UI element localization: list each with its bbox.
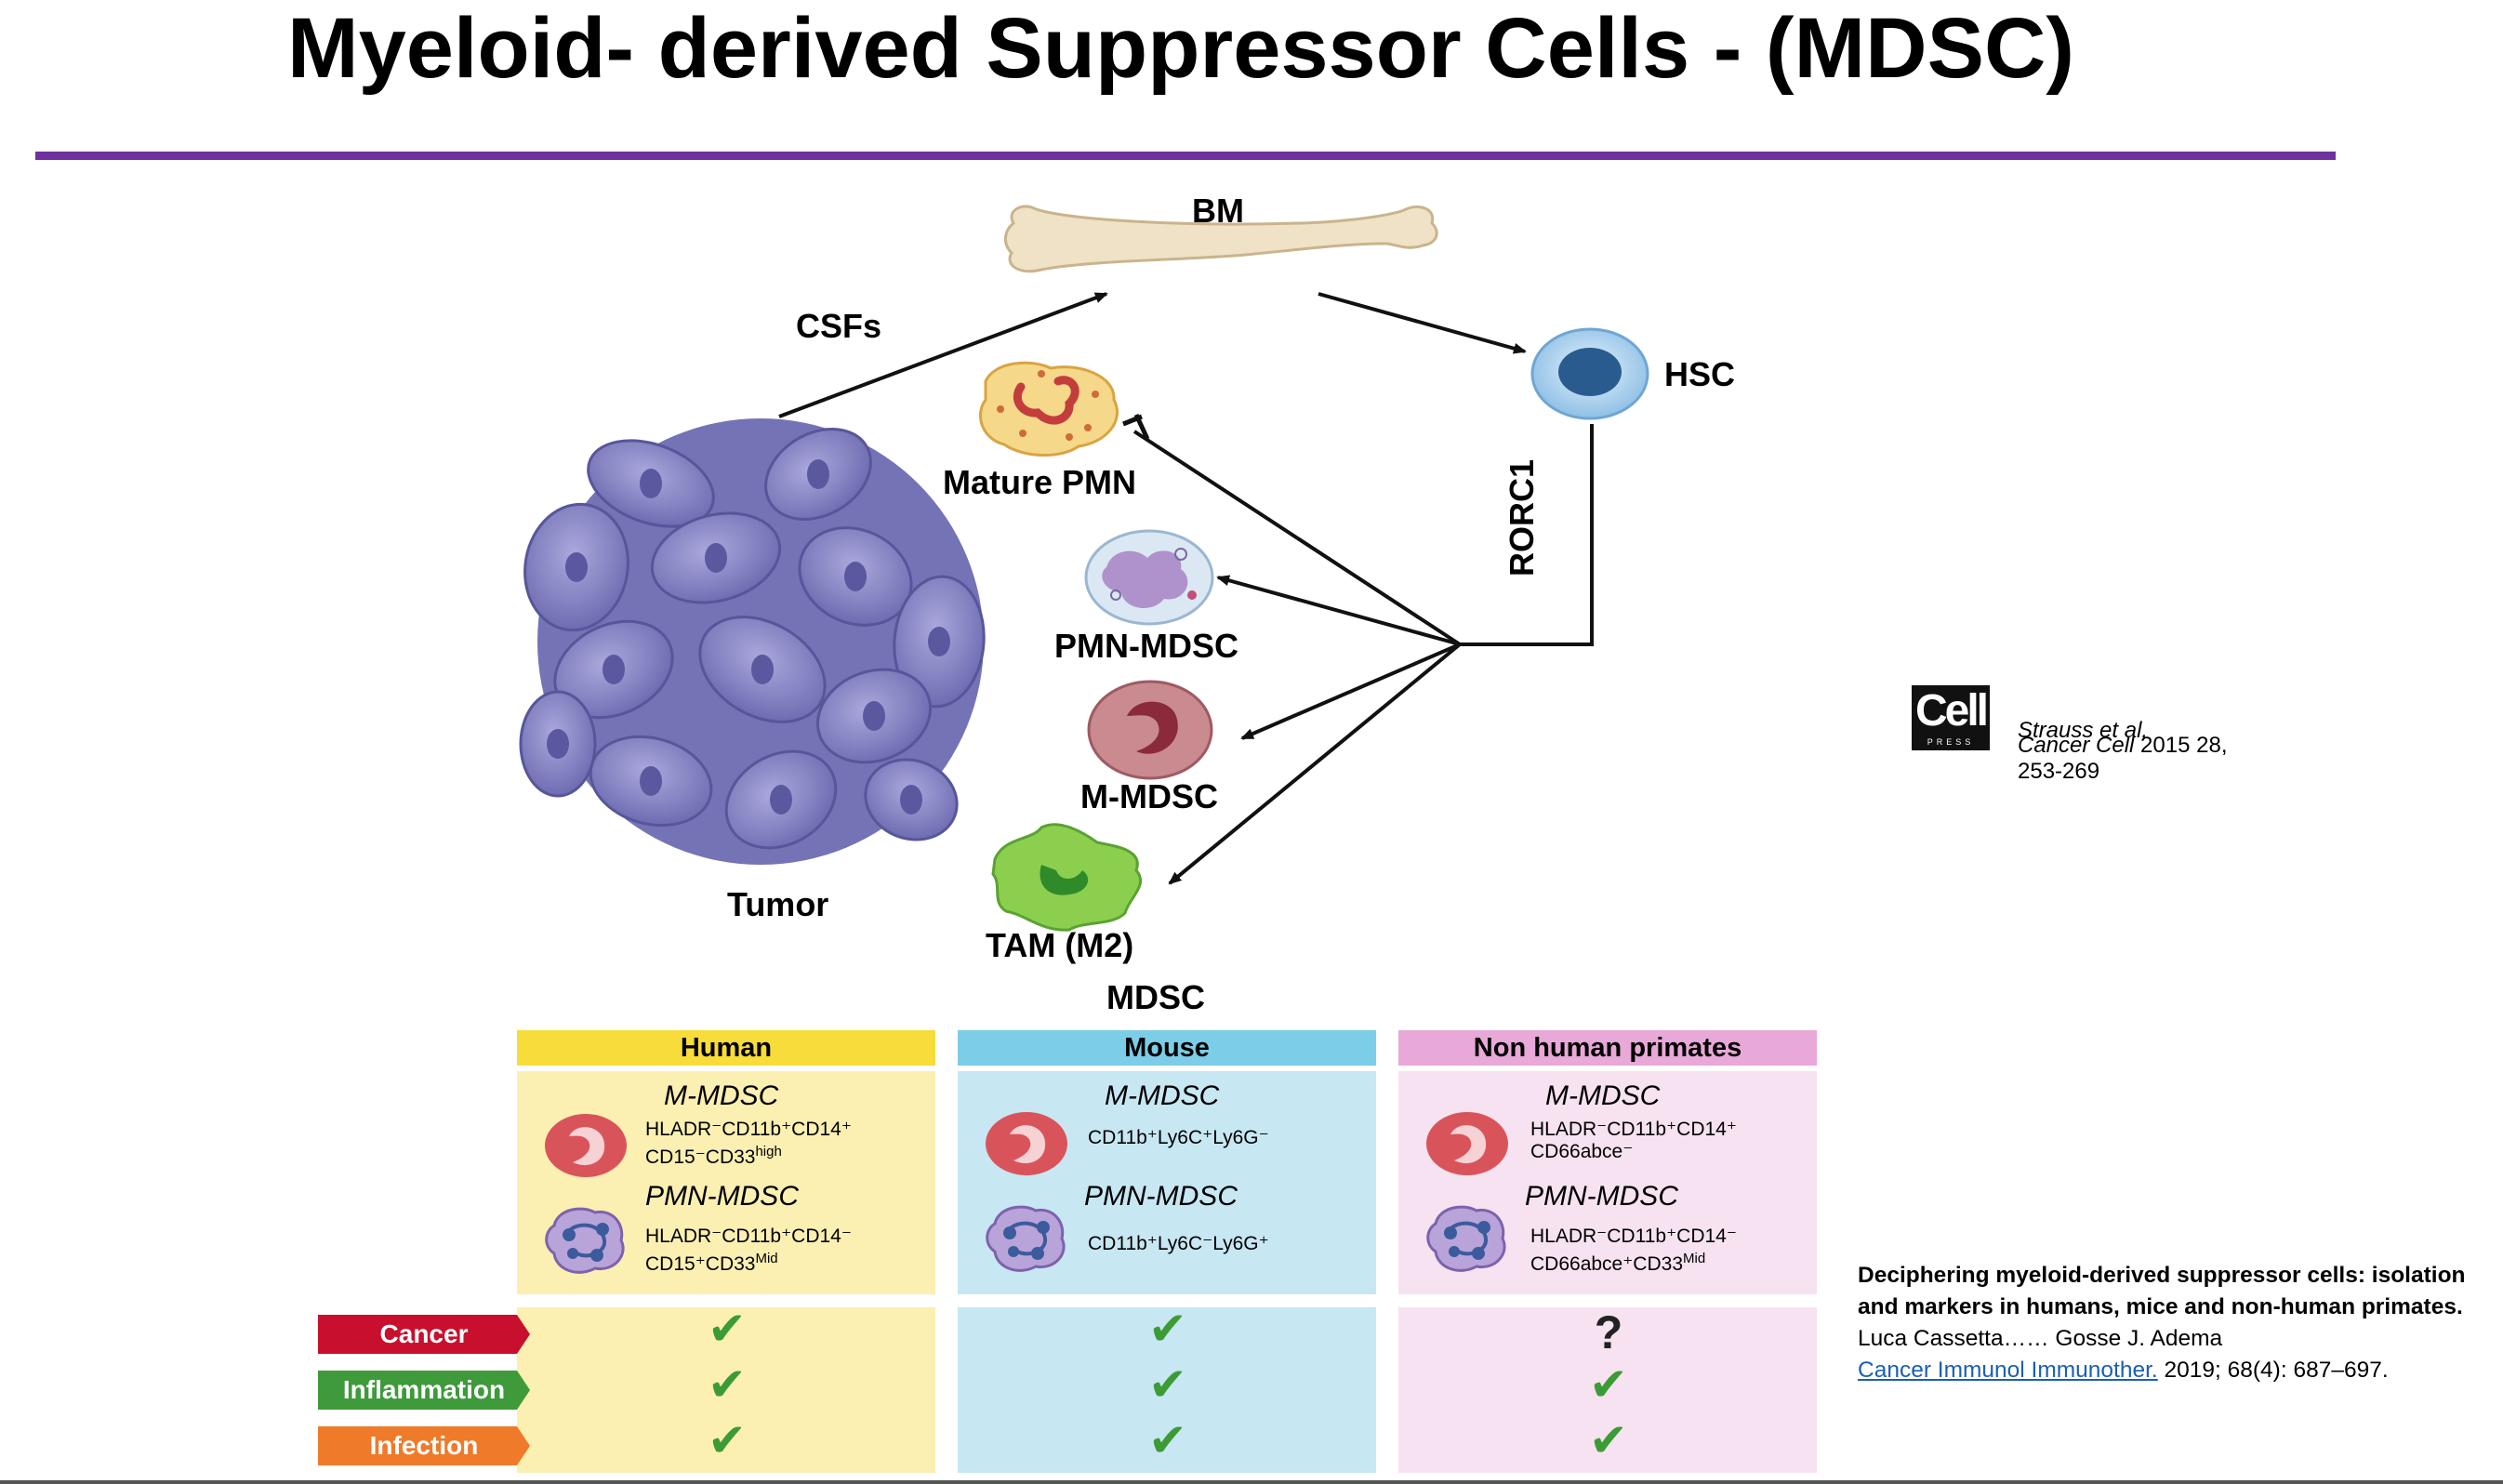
nhp-m-mdsc-title: M-MDSC — [1545, 1080, 1661, 1111]
check-icon-human-inflammation: ✔ — [708, 1358, 747, 1411]
mouse-m-mdsc-title: M-MDSC — [1105, 1080, 1220, 1111]
check-icon-mouse-infection: ✔ — [1148, 1414, 1187, 1466]
tumor-label: Tumor — [727, 885, 829, 923]
reference-authors: Luca Cassetta…… Gosse J. Adema — [1858, 1326, 2223, 1351]
mouse-pmn-mdsc-cell-icon — [986, 1205, 1066, 1272]
hsc-cell-icon — [1530, 327, 1649, 420]
nhp-conditions-panel — [1398, 1307, 1817, 1473]
human-pmn-mdsc-cell-icon — [545, 1207, 625, 1274]
title-divider — [35, 152, 2336, 160]
check-icon-nhp-inflammation: ✔ — [1589, 1358, 1628, 1411]
tam-m2-cell-icon — [991, 823, 1143, 932]
journal-link[interactable]: Cancer Immunol Immunother. — [1858, 1358, 2158, 1383]
bm-label: BM — [1192, 192, 1244, 230]
tam-m2-label: TAM (M2) — [986, 926, 1134, 964]
condition-tag-inflammation: Inflammation — [342, 1375, 506, 1404]
mouse-pmn-mdsc-title: PMN-MDSC — [1084, 1181, 1238, 1212]
check-icon-human-cancer: ✔ — [708, 1303, 747, 1355]
m-mdsc-cell-icon — [1087, 680, 1213, 780]
human-m-mdsc-title: M-MDSC — [664, 1080, 779, 1111]
nhp-pmn-mdsc-cell-icon — [1426, 1205, 1506, 1272]
reference-title: Deciphering myeloid-derived suppressor c… — [1858, 1263, 2466, 1319]
column-header-nhp: Non human primates — [1398, 1030, 1817, 1066]
mature-pmn-label: Mature PMN — [943, 463, 1137, 501]
mouse-m-mdsc-cell-icon — [986, 1112, 1067, 1175]
page-title: Myeloid- derived Suppressor Cells - (MDS… — [286, 1, 2075, 96]
nhp-pmn-mdsc-markers: HLADR⁻CD11b⁺CD14⁻ CD66abce⁺CD33Mid — [1530, 1226, 1737, 1275]
nhp-m-mdsc-cell-icon — [1426, 1112, 1508, 1175]
nhp-m-mdsc-markers: HLADR⁻CD11b⁺CD14⁺ CD66abce⁻ — [1530, 1119, 1737, 1162]
human-pmn-mdsc-title: PMN-MDSC — [645, 1181, 799, 1212]
reference-citation: 2019; 68(4): 687–697. — [2157, 1358, 2389, 1383]
human-m-mdsc-markers: HLADR⁻CD11b⁺CD14⁺ CD15⁻CD33high — [645, 1119, 852, 1168]
check-icon-mouse-inflammation: ✔ — [1148, 1358, 1187, 1411]
mouse-pmn-mdsc-markers: CD11b⁺Ly6C⁻Ly6G⁺ — [1088, 1233, 1269, 1254]
mature-pmn-cell-icon — [979, 361, 1119, 457]
reference-cassetta: Deciphering myeloid-derived suppressor c… — [1858, 1260, 2471, 1386]
human-conditions-panel — [517, 1307, 935, 1473]
human-pmn-mdsc-markers: HLADR⁻CD11b⁺CD14⁻ CD15⁺CD33Mid — [645, 1226, 852, 1275]
mdsc-label: MDSC — [1106, 978, 1205, 1016]
bottom-border — [0, 1480, 2503, 1484]
m-mdsc-label: M-MDSC — [1080, 777, 1218, 815]
check-icon-nhp-infection: ✔ — [1589, 1414, 1628, 1466]
nhp-pmn-mdsc-title: PMN-MDSC — [1525, 1181, 1678, 1212]
mouse-m-mdsc-markers: CD11b⁺Ly6C⁺Ly6G⁻ — [1088, 1127, 1269, 1148]
column-header-human: Human — [517, 1030, 935, 1066]
tumor-mass-icon — [519, 418, 986, 865]
condition-tag-infection: Infection — [369, 1431, 479, 1460]
hsc-label: HSC — [1664, 355, 1736, 393]
pmn-mdsc-cell-icon — [1084, 529, 1214, 626]
reference-strauss: Strauss et al. Cancer Cell 2015 28, 253-… — [2018, 718, 2228, 784]
check-icon-human-infection: ✔ — [708, 1414, 747, 1466]
human-m-mdsc-cell-icon — [545, 1114, 627, 1177]
question-mark-nhp-cancer: ? — [1594, 1306, 1623, 1358]
cell-press-logo: Cell PRESS — [1912, 685, 1990, 750]
column-header-mouse: Mouse — [958, 1030, 1376, 1066]
condition-tag-cancer: Cancer — [379, 1319, 469, 1348]
csfs-label: CSFs — [796, 307, 882, 345]
bone-marrow-bone-icon — [1004, 205, 1438, 273]
pmn-mdsc-label: PMN-MDSC — [1054, 627, 1238, 665]
check-icon-mouse-cancer: ✔ — [1148, 1303, 1187, 1355]
mouse-conditions-panel — [958, 1307, 1376, 1473]
